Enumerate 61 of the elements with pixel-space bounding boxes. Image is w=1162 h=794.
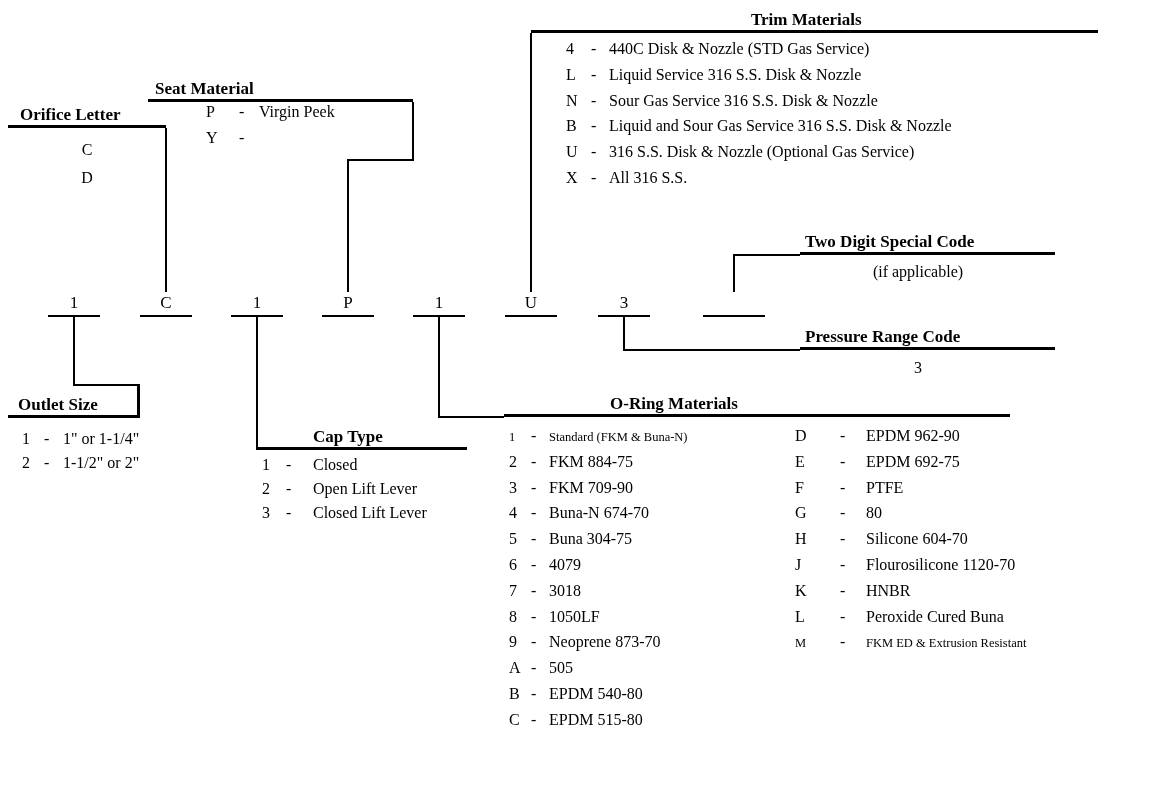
option-text: 3 - FKM 709-90 xyxy=(509,477,633,498)
option-text: 4 - Buna-N 674-70 xyxy=(509,503,649,524)
option-text: D - EPDM 962-90 xyxy=(795,426,960,446)
option-text: 2 - Open Lift Lever xyxy=(262,479,417,499)
option-text: C - EPDM 515-80 xyxy=(509,709,643,730)
option-text: B - EPDM 540-80 xyxy=(509,684,643,704)
category-heading: Outlet Size xyxy=(8,385,140,418)
code-character: P xyxy=(322,292,374,317)
option-text: 5 - Buna 304-75 xyxy=(509,529,633,550)
leader-line xyxy=(530,32,532,293)
option-text: X - All 316 S.S. xyxy=(566,168,688,188)
code-character: 3 xyxy=(598,292,650,317)
leader-line xyxy=(73,316,141,386)
leader-line xyxy=(256,316,258,451)
option-text: 1 - 1" or 1-1/4" xyxy=(22,429,140,449)
option-text: 6 - 4079 xyxy=(509,555,581,575)
option-text: 2 - 1-1/2" or 2" xyxy=(22,453,140,473)
option-text: 1 - Standard (FKM & Buna-N) xyxy=(509,426,688,446)
option-text: L - Liquid Service 316 S.S. Disk & Nozzle xyxy=(566,64,862,85)
option-text: U - 316 S.S. Disk & Nozzle (Optional Gas Service) xyxy=(566,142,915,163)
option-text: 8 - 1050LF xyxy=(509,606,600,627)
option-text: H - Silicone 604-70 xyxy=(795,529,968,550)
option-text: C xyxy=(80,140,94,160)
option-text: 3 - Closed Lift Lever xyxy=(262,503,427,523)
option-text: M - FKM ED & Extrusion Resistant xyxy=(795,632,1027,653)
option-text: L - Peroxide Cured Buna xyxy=(795,606,1004,627)
category-heading: Orifice Letter xyxy=(8,104,166,128)
option-text: P - Virgin Peek xyxy=(206,102,335,122)
option-text: G - 80 xyxy=(795,503,882,524)
option-text: 9 - Neoprene 873-70 xyxy=(509,632,661,653)
option-text: B - Liquid and Sour Gas Service 316 S.S. Disk & Nozzle xyxy=(566,116,952,137)
leader-line xyxy=(438,316,505,418)
category-heading: Two Digit Special Code xyxy=(800,231,1055,255)
category-heading: O-Ring Materials xyxy=(504,393,1010,417)
code-character: C xyxy=(140,292,192,317)
leader-line xyxy=(623,316,801,351)
category-heading: Trim Materials xyxy=(531,9,1098,33)
leader-line xyxy=(733,254,801,293)
option-text: J - Flourosilicone 1120-70 xyxy=(795,555,1016,575)
option-text: N - Sour Gas Service 316 S.S. Disk & Nozzle xyxy=(566,90,878,111)
leader-line xyxy=(347,101,414,293)
code-character: U xyxy=(505,292,557,317)
option-text: K - HNBR xyxy=(795,580,911,601)
option-text: A - 505 xyxy=(509,658,573,679)
option-text: (if applicable) xyxy=(871,262,965,282)
option-text: 1 - Closed xyxy=(262,455,358,475)
category-heading: Pressure Range Code xyxy=(800,326,1055,350)
option-text: 4 - 440C Disk & Nozzle (STD Gas Service) xyxy=(566,39,870,59)
option-text: 2 - FKM 884-75 xyxy=(509,451,633,472)
option-text: 7 - 3018 xyxy=(509,580,581,601)
leader-line xyxy=(165,127,167,293)
option-text: 3 xyxy=(913,358,923,378)
code-character: 1 xyxy=(231,292,283,317)
option-text: F - PTFE xyxy=(795,477,904,498)
option-text: E - EPDM 692-75 xyxy=(795,451,960,472)
category-heading: Cap Type xyxy=(257,426,467,450)
category-heading: Seat Material xyxy=(148,78,413,102)
option-text: Y - xyxy=(206,128,246,148)
option-text: D xyxy=(80,168,94,188)
code-character: 1 xyxy=(48,292,100,317)
code-character: 1 xyxy=(413,292,465,317)
